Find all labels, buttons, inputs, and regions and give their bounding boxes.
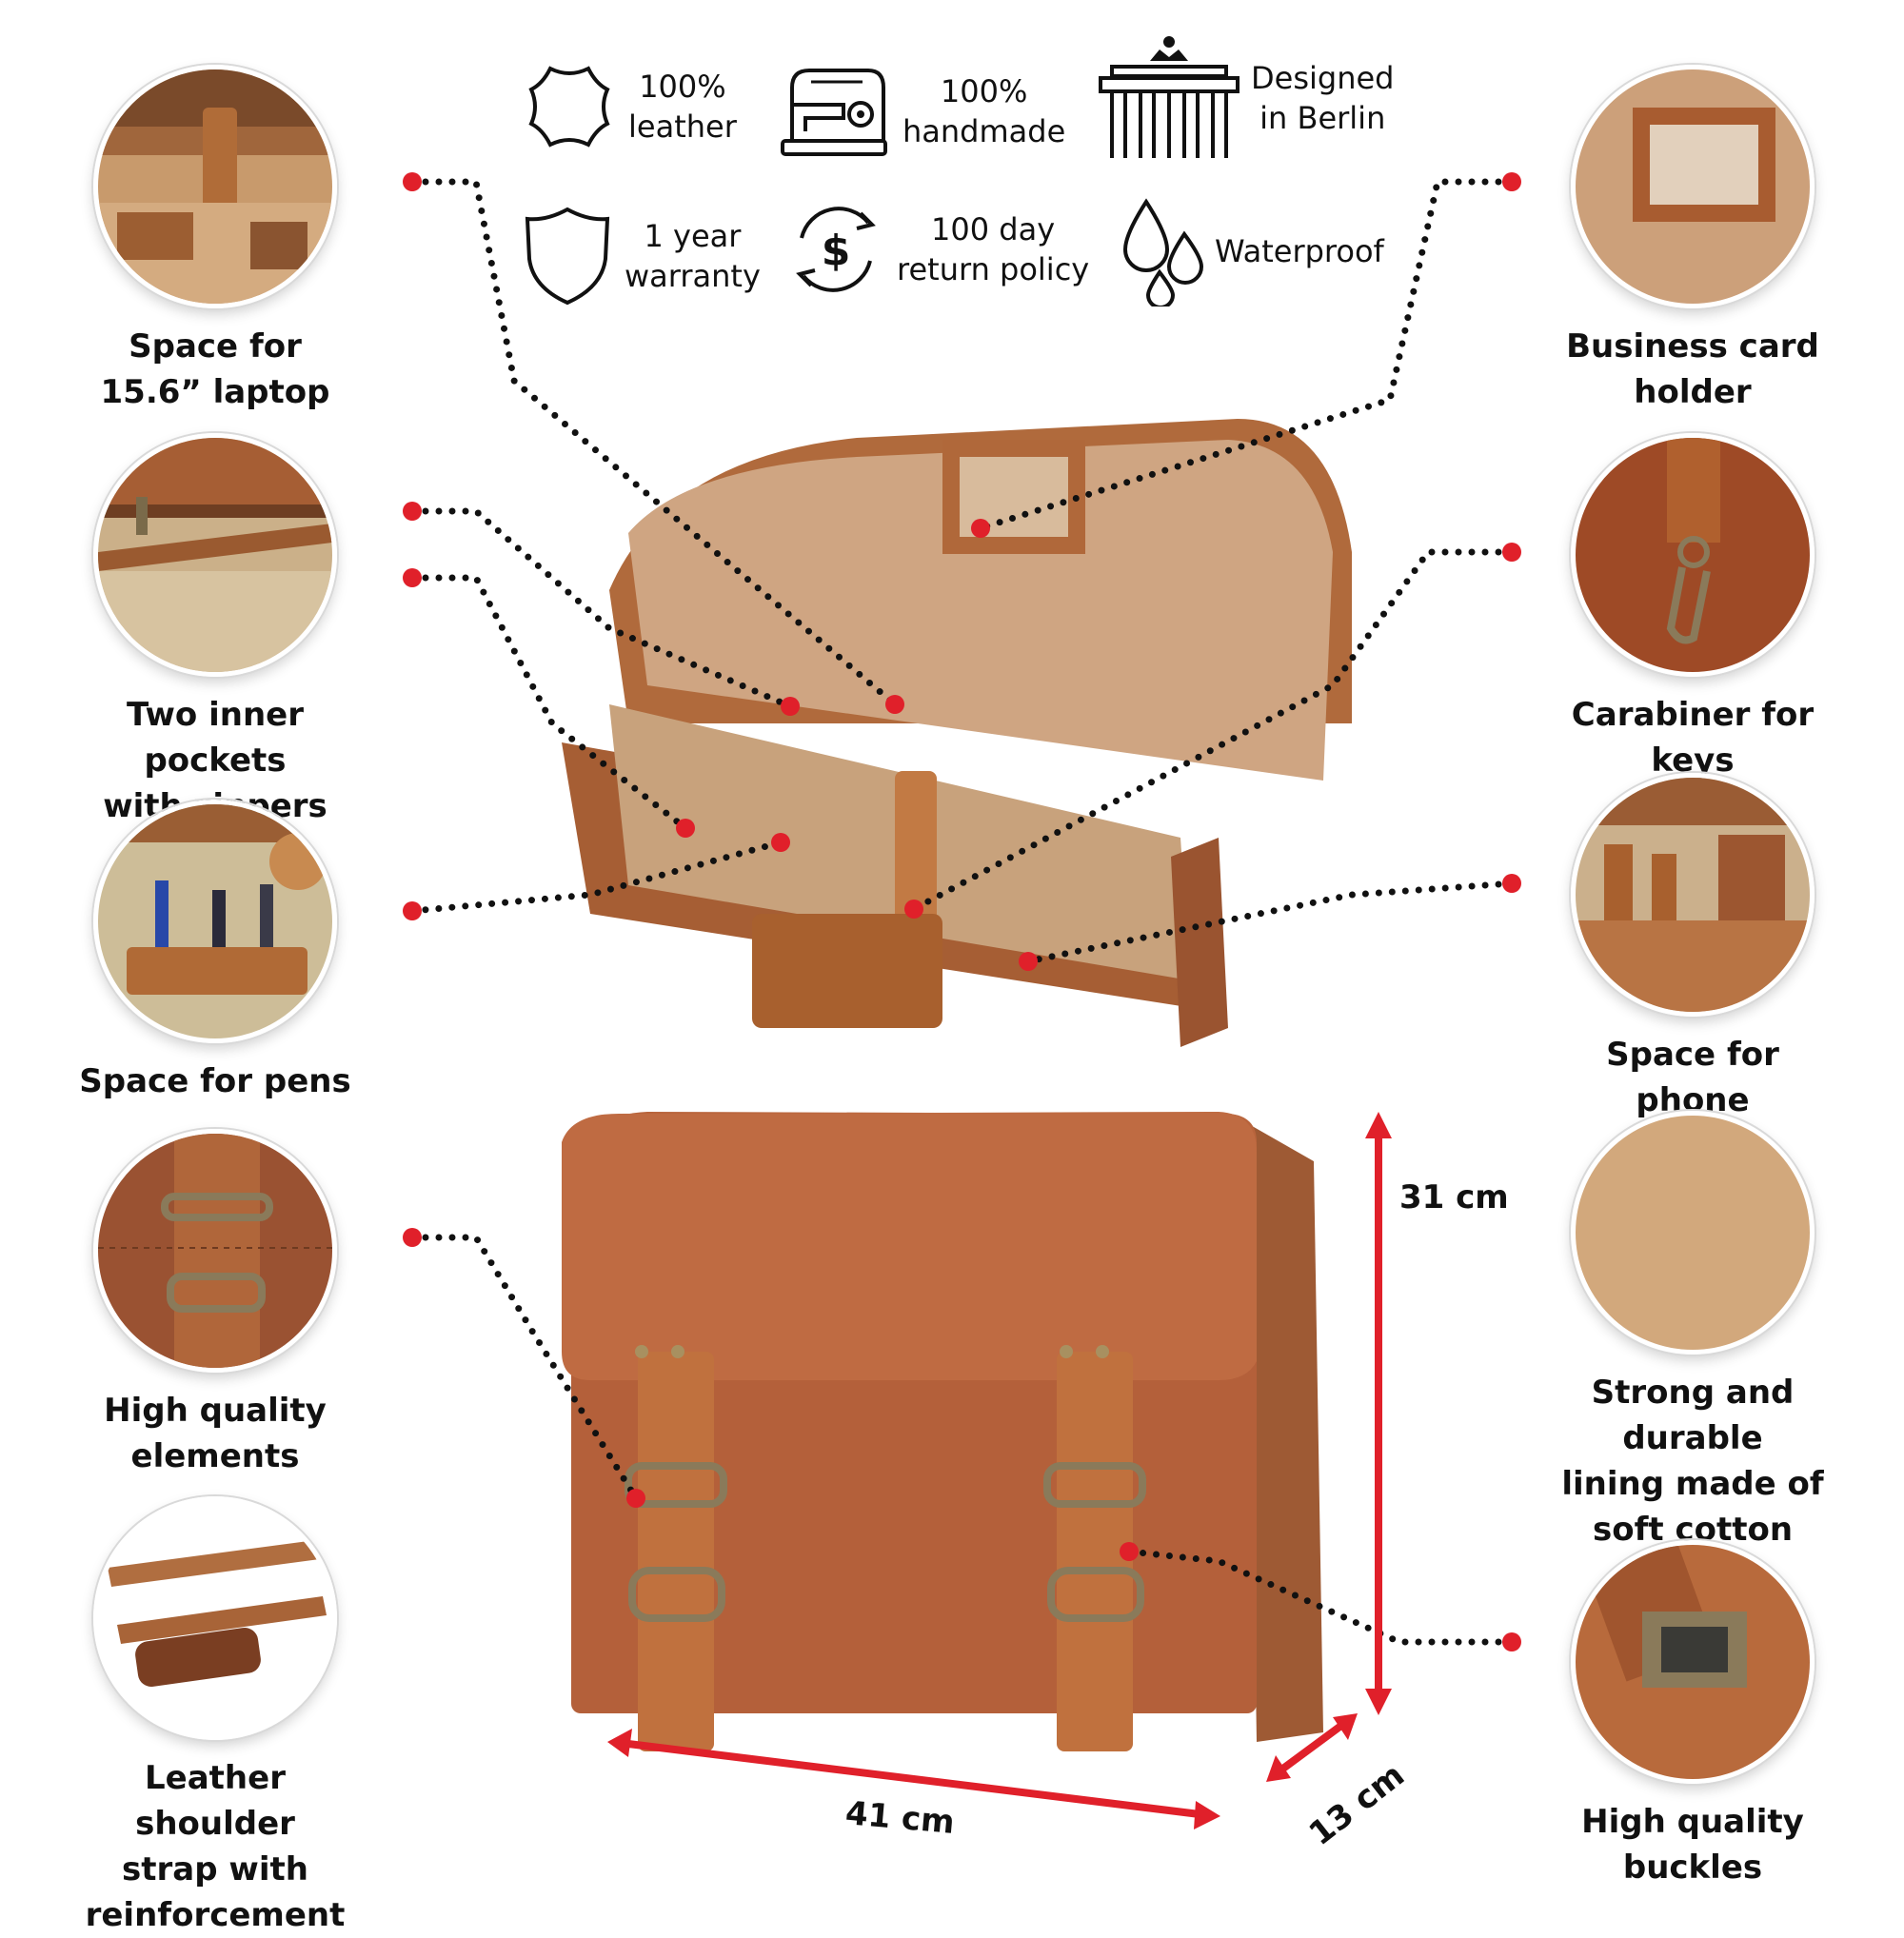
feature-elements-line1: High quality xyxy=(104,1392,327,1430)
brandenburg-gate-icon xyxy=(1099,36,1240,158)
feature-card-line1: Business card xyxy=(1566,327,1819,366)
badge-return-line1: 100 day xyxy=(931,211,1056,247)
laptop-compartment-photo xyxy=(93,65,337,308)
dimension-arrows xyxy=(607,1112,1392,1829)
shoulder-strap-photo xyxy=(93,1496,337,1740)
strap-buckle-photo xyxy=(93,1129,337,1373)
pen-holder-photo xyxy=(93,800,337,1043)
badge-waterproof-line1: Waterproof xyxy=(1215,233,1384,269)
feature-lining-line2: lining made of xyxy=(1561,1465,1824,1503)
feature-buckles: High quality buckles xyxy=(1550,1540,1835,1890)
cotton-lining-photo xyxy=(1571,1111,1815,1355)
feature-lining-line1: Strong and durable xyxy=(1591,1374,1795,1457)
money-cycle-icon: $ xyxy=(796,207,876,292)
feature-inner-pockets: Two inner pocketswith zippers xyxy=(72,433,358,829)
badge-warranty: 1 year warranty xyxy=(522,204,761,308)
badge-return-line2: return policy xyxy=(897,251,1090,287)
callout-phone xyxy=(1024,880,1516,965)
feature-quality-elements: High quality elements xyxy=(72,1129,358,1479)
badge-leather: 100% leather xyxy=(522,59,737,154)
feature-card-line2: holder xyxy=(1634,373,1752,411)
callout-pockets-b xyxy=(408,574,689,832)
feature-pens: Space for pens xyxy=(72,800,358,1104)
leather-hide-icon xyxy=(528,66,610,148)
closed-bag xyxy=(562,1112,1323,1751)
shield-icon xyxy=(525,207,610,306)
feature-laptop-line2: 15.6” laptop xyxy=(100,373,330,411)
carabiner-photo xyxy=(1571,433,1815,677)
badge-return: $ 100 day return policy xyxy=(781,194,1089,305)
phone-pocket-photo xyxy=(1571,773,1815,1017)
feature-buckles-line1: High quality xyxy=(1581,1803,1804,1841)
feature-pens-line1: Space for pens xyxy=(79,1062,351,1100)
badge-handmade-line1: 100% xyxy=(940,73,1028,109)
feature-elements-line2: elements xyxy=(130,1437,300,1475)
feature-carabiner-line1: Carabiner for keys xyxy=(1571,696,1815,780)
feature-strap-line1: Leather shoulder xyxy=(135,1759,295,1843)
badge-warranty-line2: warranty xyxy=(625,258,761,294)
badge-leather-line1: 100% xyxy=(639,69,726,105)
feature-strap-line2: strap with xyxy=(122,1850,308,1889)
badge-berlin-line2: in Berlin xyxy=(1259,100,1386,136)
svg-text:$: $ xyxy=(822,227,851,275)
badge-handmade-line2: handmade xyxy=(902,113,1066,149)
feature-business-card: Business card holder xyxy=(1550,65,1835,415)
feature-laptop-space: Space for 15.6” laptop xyxy=(72,65,358,415)
water-drops-icon xyxy=(1122,198,1204,307)
callout-elements xyxy=(408,1234,640,1502)
feature-phone-line1: Space for phone xyxy=(1606,1036,1779,1119)
feature-buckles-line2: buckles xyxy=(1622,1849,1763,1887)
height-dimension-label: 31 cm xyxy=(1399,1178,1509,1216)
open-bag xyxy=(562,419,1352,1047)
feature-phone: Space for phone xyxy=(1550,773,1835,1123)
feature-pockets-line1: Two inner pockets xyxy=(127,696,304,780)
badge-handmade: 100% handmade xyxy=(777,59,1065,164)
badge-waterproof: Waterproof xyxy=(1114,196,1384,307)
callout-buckles xyxy=(1125,1548,1516,1646)
badge-leather-line2: leather xyxy=(628,109,737,145)
badge-berlin: Designed in Berlin xyxy=(1093,29,1394,168)
badge-warranty-line1: 1 year xyxy=(644,218,742,254)
feature-laptop-line1: Space for xyxy=(129,327,302,366)
callout-card xyxy=(977,178,1516,532)
feature-carabiner: Carabiner for keys xyxy=(1550,433,1835,783)
badge-berlin-line1: Designed xyxy=(1251,60,1395,96)
business-card-holder-photo xyxy=(1571,65,1815,308)
callout-carabiner xyxy=(910,548,1516,913)
buckle-closure-photo xyxy=(1571,1540,1815,1784)
sewing-machine-icon xyxy=(781,69,887,156)
